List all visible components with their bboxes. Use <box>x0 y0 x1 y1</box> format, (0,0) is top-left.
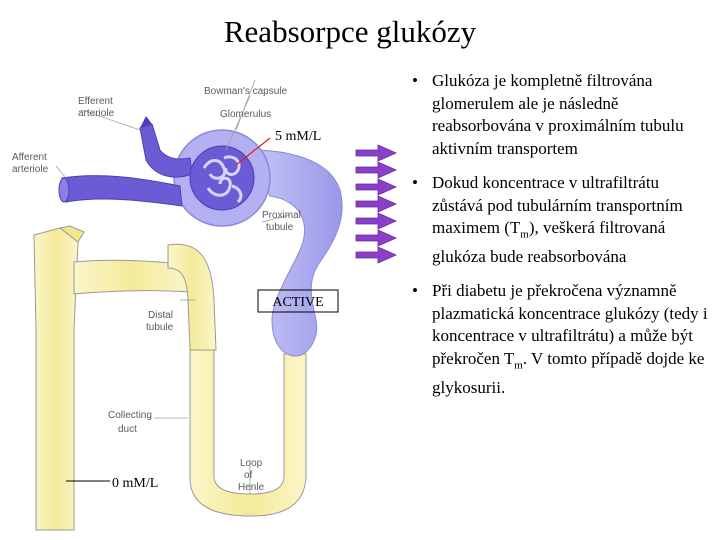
transport-arrows <box>355 144 397 264</box>
nephron-diagram: Efferent arteriole Afferent arteriole Bo… <box>12 79 397 531</box>
label-proximal-2: tubule <box>266 222 294 233</box>
proximal-tubule <box>249 149 343 357</box>
bullet-list: • Glukóza je kompletně filtrována glomer… <box>410 70 710 411</box>
bullet-item-1: • Glukóza je kompletně filtrována glomer… <box>410 70 710 160</box>
arrow-7 <box>355 246 397 264</box>
arrow-4 <box>355 195 397 213</box>
bullet-text-1: Glukóza je kompletně filtrována glomerul… <box>432 71 684 158</box>
arrow-2 <box>355 161 397 179</box>
efferent-arteriole <box>139 123 193 178</box>
bullet-dot: • <box>412 173 418 192</box>
label-distal-2: tubule <box>146 322 174 333</box>
conc-top-pointer <box>235 137 271 166</box>
glomerulus-loops <box>202 155 243 204</box>
label-afferent-1: Afferent <box>12 152 47 163</box>
arrow-5 <box>355 212 397 230</box>
bullet-text-2-pre: Dokud koncentrace v ultrafiltrátu zůstáv… <box>432 173 683 237</box>
label-collecting-2: duct <box>118 424 137 435</box>
arrow-3 <box>355 178 397 196</box>
bullet-item-2: • Dokud koncentrace v ultrafiltrátu zůst… <box>410 172 710 268</box>
slide-title: Reabsorpce glukózy <box>223 14 477 49</box>
collecting-duct-top <box>58 225 85 243</box>
active-box <box>257 289 339 313</box>
arrow-1 <box>355 144 397 162</box>
bullet-text-3-pre: Při diabetu je překročena významně plazm… <box>432 281 708 368</box>
label-efferent-2: arteriole <box>78 108 115 119</box>
label-efferent-1: Efferent <box>78 96 113 107</box>
efferent-arteriole-tip <box>140 116 152 128</box>
bullet-text-2-post: ), veškerá filtrovaná glukóza bude reabs… <box>432 218 666 266</box>
arrow-6 <box>355 229 397 247</box>
conc-top-label: 5 mM/L <box>275 129 321 144</box>
loop-of-henle <box>189 349 307 517</box>
label-bowman: Bowman's capsule <box>204 86 288 97</box>
label-proximal-1: Proximal <box>262 210 301 221</box>
label-collecting-1: Collecting <box>108 410 152 421</box>
active-label: ACTIVE <box>272 295 323 310</box>
label-distal-1: Distal <box>148 310 173 321</box>
tm-subscript: m <box>520 228 529 241</box>
bullet-text-3-post: . V tomto případě dojde ke glykosurii. <box>432 348 705 397</box>
bullet-dot: • <box>412 71 418 90</box>
conc-bottom-label: 0 mM/L <box>112 476 158 491</box>
tm-subscript: m <box>514 359 523 372</box>
afferent-arteriole-end <box>58 177 70 203</box>
leader-lines <box>55 79 291 494</box>
bullet-item-3: • Při diabetu je překročena významně pla… <box>410 280 710 399</box>
label-glomerulus: Glomerulus <box>220 109 271 120</box>
collecting-duct <box>33 227 79 531</box>
bullet-dot: • <box>412 281 418 301</box>
label-afferent-2: arteriole <box>12 164 49 175</box>
afferent-arteriole <box>61 175 183 207</box>
label-loop-1: Loop <box>240 458 263 469</box>
distal-tubule-body <box>167 243 217 351</box>
label-loop-2: of <box>244 470 253 481</box>
label-loop-3: Henle <box>238 482 265 493</box>
